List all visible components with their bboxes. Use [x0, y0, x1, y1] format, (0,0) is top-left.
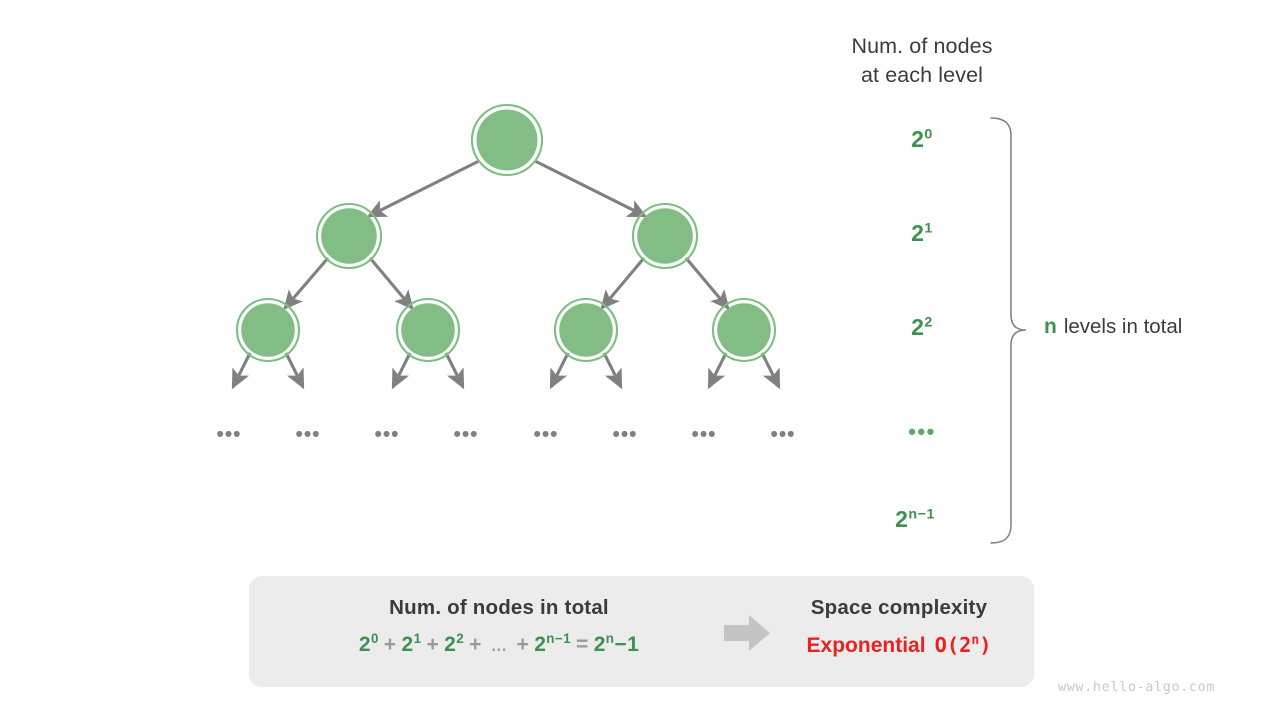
edge-leaf-5 — [549, 352, 570, 390]
summary-right-title: Space complexity — [810, 596, 988, 619]
level-count-2-exp: 2 — [924, 314, 933, 331]
summary-formula: 20+21+22+…+2n−1=2n−1 — [249, 631, 749, 657]
leaf-ellipsis-3: ••• — [374, 423, 400, 446]
edge-root-left — [366, 159, 480, 218]
tree-node-l2-1[interactable] — [395, 297, 461, 363]
leaf-ellipsis-4: ••• — [453, 423, 479, 446]
formula-plus-3: + — [469, 633, 482, 656]
formula-plus-1: + — [383, 633, 397, 656]
level-count-1-base: 2 — [911, 220, 925, 246]
complexity-bigo: O(2n) — [934, 633, 992, 657]
leaf-ellipsis-1: ••• — [216, 423, 242, 446]
summary-right: Space complexity Exponential O(2n) — [775, 596, 1023, 658]
tree-node-l2-3[interactable] — [711, 297, 777, 363]
total-levels-variable: n — [1044, 315, 1057, 338]
tree-node-root[interactable] — [470, 103, 544, 177]
leaf-ellipsis-6: ••• — [612, 423, 638, 446]
formula-term-1: 21 — [401, 631, 422, 656]
formula-equals: = — [576, 633, 589, 656]
edge-leaf-1 — [231, 352, 252, 390]
level-count-0-exp: 0 — [924, 126, 933, 143]
total-levels-text: levels in total — [1063, 315, 1183, 338]
tree-edges — [231, 159, 781, 390]
formula-plus-4: + — [516, 633, 530, 656]
tree-node-l2-0[interactable] — [235, 297, 301, 363]
level-count-2: 22 — [862, 314, 982, 341]
tree-node-l1-0[interactable] — [315, 202, 383, 270]
formula-ellipsis: … — [490, 637, 508, 655]
levels-column-header-line2: at each level — [860, 63, 984, 87]
watermark: www.hello-algo.com — [1058, 679, 1216, 695]
level-count-2-base: 2 — [911, 314, 925, 340]
level-count-0: 20 — [862, 126, 982, 153]
formula-result: 2n−1 — [593, 631, 640, 656]
block-arrow-right-icon — [724, 615, 770, 651]
levels-column-header-line1: Num. of nodes — [851, 34, 993, 58]
edge-leaf-7 — [707, 352, 728, 390]
formula-plus-2: + — [426, 633, 440, 656]
level-count-1: 21 — [862, 220, 982, 247]
formula-term-2: 22 — [444, 631, 465, 656]
edge-leaf-2 — [284, 352, 305, 390]
leaf-ellipsis-5: ••• — [533, 423, 559, 446]
summary-complexity: Exponential O(2n) — [775, 633, 1023, 658]
tree-node-l2-2[interactable] — [553, 297, 619, 363]
level-count-ellipsis: ••• — [908, 419, 936, 444]
formula-term-0: 20 — [358, 631, 379, 656]
leaf-ellipsis-2: ••• — [295, 423, 321, 446]
levels-column-header: Num. of nodes at each level — [812, 32, 1032, 90]
leaf-ellipsis-7: ••• — [691, 423, 717, 446]
edge-leaf-8 — [760, 352, 781, 390]
level-count-last-exp: n−1 — [908, 506, 935, 523]
complexity-word: Exponential — [806, 634, 926, 657]
level-count-last-base: 2 — [895, 506, 909, 532]
total-levels-note: n levels in total — [1044, 315, 1182, 339]
edge-leaf-4 — [444, 352, 465, 390]
leaf-ellipsis-8: ••• — [770, 423, 796, 446]
level-count-last: 2n−1 — [855, 506, 975, 533]
summary-left: Num. of nodes in total 20+21+22+…+2n−1=2… — [249, 596, 749, 657]
level-span-brace — [990, 117, 1027, 544]
formula-term-last: 2n−1 — [534, 631, 572, 656]
edge-l1b-left — [600, 257, 646, 310]
edge-leaf-6 — [602, 352, 623, 390]
edge-l1b-right — [684, 257, 730, 310]
level-count-1-exp: 1 — [924, 220, 933, 237]
edge-l1a-right — [368, 257, 414, 310]
tree-node-l1-1[interactable] — [631, 202, 699, 270]
edge-leaf-3 — [391, 352, 412, 390]
edge-l1a-left — [283, 256, 330, 310]
level-count-0-base: 2 — [911, 126, 925, 152]
summary-panel — [249, 576, 1034, 687]
summary-left-title: Num. of nodes in total — [389, 596, 609, 619]
edge-root-right — [534, 159, 648, 218]
tree-nodes — [235, 103, 777, 363]
